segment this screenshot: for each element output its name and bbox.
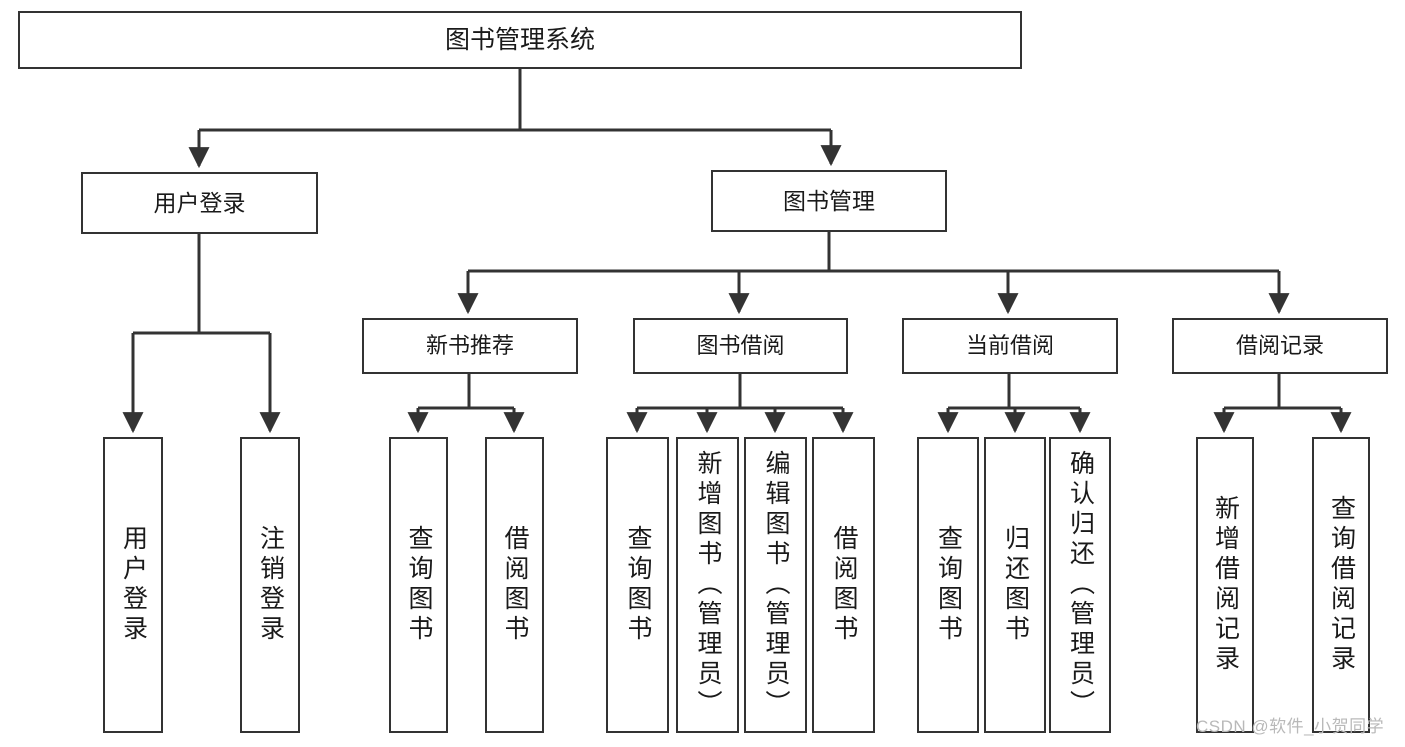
node-label: 查询图书: [934, 525, 963, 645]
node-label: 确认归还（管理员）: [1066, 450, 1095, 720]
node-label: 图书管理系统: [444, 25, 595, 54]
node-label: 编辑图书（管理员）: [762, 450, 790, 720]
leaf-query-book-1[interactable]: 查询图书: [389, 437, 448, 733]
node-label: 归还图书: [1001, 525, 1030, 645]
leaf-query-book-3[interactable]: 查询图书: [917, 437, 979, 733]
leaf-confirm-return[interactable]: 确认归还（管理员）: [1049, 437, 1111, 733]
leaf-return-book[interactable]: 归还图书: [984, 437, 1046, 733]
leaf-query-book-2[interactable]: 查询图书: [606, 437, 669, 733]
node-book-management[interactable]: 图书管理: [711, 170, 947, 232]
node-label: 用户登录: [153, 189, 246, 216]
leaf-borrow-book-2[interactable]: 借阅图书: [812, 437, 875, 733]
node-user-login[interactable]: 用户登录: [81, 172, 318, 234]
node-label: 注销登录: [256, 525, 285, 645]
node-label: 查询图书: [405, 525, 433, 645]
leaf-query-record[interactable]: 查询借阅记录: [1312, 437, 1370, 733]
node-root-system[interactable]: 图书管理系统: [18, 11, 1022, 69]
leaf-logout-login[interactable]: 注销登录: [240, 437, 300, 733]
node-label: 新增借阅记录: [1211, 495, 1240, 675]
node-label: 查询图书: [624, 525, 652, 645]
leaf-borrow-book-1[interactable]: 借阅图书: [485, 437, 544, 733]
node-label: 借阅记录: [1235, 333, 1324, 359]
node-current-borrow[interactable]: 当前借阅: [902, 318, 1118, 374]
leaf-user-login[interactable]: 用户登录: [103, 437, 163, 733]
node-label: 查询借阅记录: [1327, 495, 1356, 675]
node-label: 图书管理: [783, 187, 875, 214]
node-label: 借阅图书: [501, 525, 529, 645]
node-new-book-recommend[interactable]: 新书推荐: [362, 318, 578, 374]
leaf-edit-book[interactable]: 编辑图书（管理员）: [744, 437, 807, 733]
node-book-borrow[interactable]: 图书借阅: [633, 318, 848, 374]
watermark: CSDN @软件_小贺同学: [1196, 717, 1385, 736]
node-borrow-record[interactable]: 借阅记录: [1172, 318, 1388, 374]
node-label: 借阅图书: [830, 525, 858, 645]
node-label: 新书推荐: [425, 333, 514, 359]
leaf-add-record[interactable]: 新增借阅记录: [1196, 437, 1254, 733]
node-label: 新增图书（管理员）: [694, 450, 722, 720]
node-label: 图书借阅: [696, 333, 785, 359]
node-label: 用户登录: [119, 525, 148, 645]
leaf-add-book[interactable]: 新增图书（管理员）: [676, 437, 739, 733]
node-label: 当前借阅: [965, 333, 1054, 359]
